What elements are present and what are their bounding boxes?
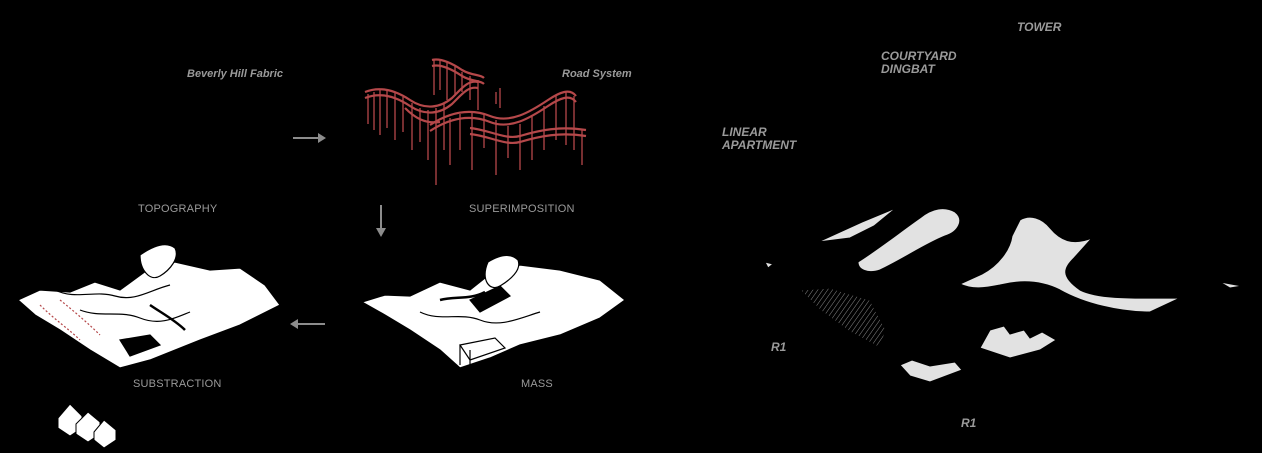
houses-icon <box>58 404 116 448</box>
arrow-right-icon <box>293 133 326 143</box>
typology-plan <box>765 208 1242 382</box>
road-system-model <box>365 59 586 142</box>
road-system-verticals <box>368 60 582 185</box>
arrow-down-icon <box>376 205 386 237</box>
mass-model <box>362 256 625 368</box>
substraction-model <box>18 245 280 368</box>
arrow-left-icon <box>290 319 325 329</box>
